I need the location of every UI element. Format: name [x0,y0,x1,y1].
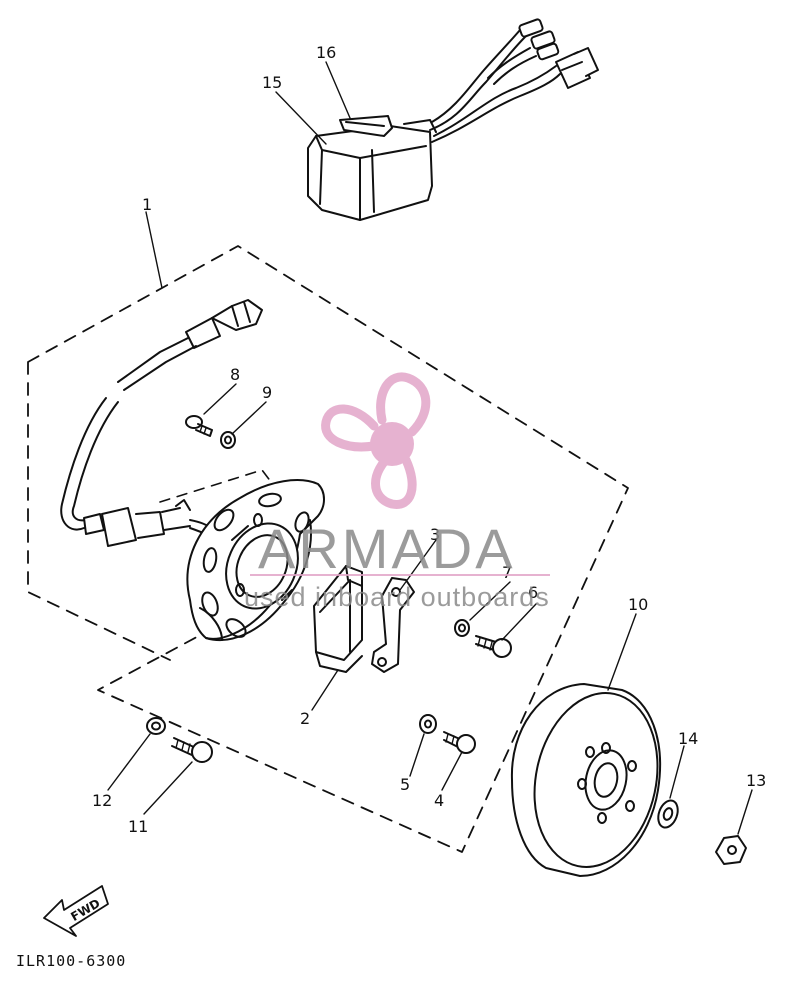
callout-14: 14 [678,729,698,748]
callout-1: 1 [142,195,152,214]
callout-12: 12 [92,791,112,810]
callout-4: 4 [434,791,444,810]
propeller-hub [370,422,414,466]
leader-lines [107,61,753,835]
watermark-title: ARMADA [258,517,516,580]
screw-6 [475,635,512,658]
watermark: ARMADA used inboard outboards [244,372,550,612]
stator-harness [60,299,263,547]
lock-washer-7 [454,619,470,637]
callout-11: 11 [128,817,148,836]
watermark-subtitle: used inboard outboards [244,582,550,612]
nut-13 [715,835,747,865]
callout-16: 16 [316,43,336,62]
flywheel [510,683,662,877]
callout-10: 10 [628,595,648,614]
callout-8: 8 [230,365,240,384]
drawing-code: ILR100-6300 [16,952,126,970]
propeller-logo [321,372,431,509]
lock-washer-5 [419,714,437,734]
callout-15: 15 [262,73,282,92]
pulser-bracket [371,577,415,673]
screw-4 [443,731,476,754]
callout-6: 6 [528,583,538,602]
callout-9: 9 [262,383,272,402]
fwd-arrow-icon [43,885,109,937]
callout-2: 2 [300,709,310,728]
washer-9 [220,431,236,449]
watermark-rule [250,574,550,576]
washer-14 [657,799,679,829]
callout-13: 13 [746,771,766,790]
callout-5: 5 [400,775,410,794]
charge-coil [313,565,363,673]
callout-7: 7 [502,563,512,582]
callout-3: 3 [430,525,440,544]
screw-8 [185,415,213,437]
screw-11 [171,737,213,763]
stator-plate [186,479,325,642]
washer-12 [146,717,166,735]
cdi-unit [307,18,599,221]
